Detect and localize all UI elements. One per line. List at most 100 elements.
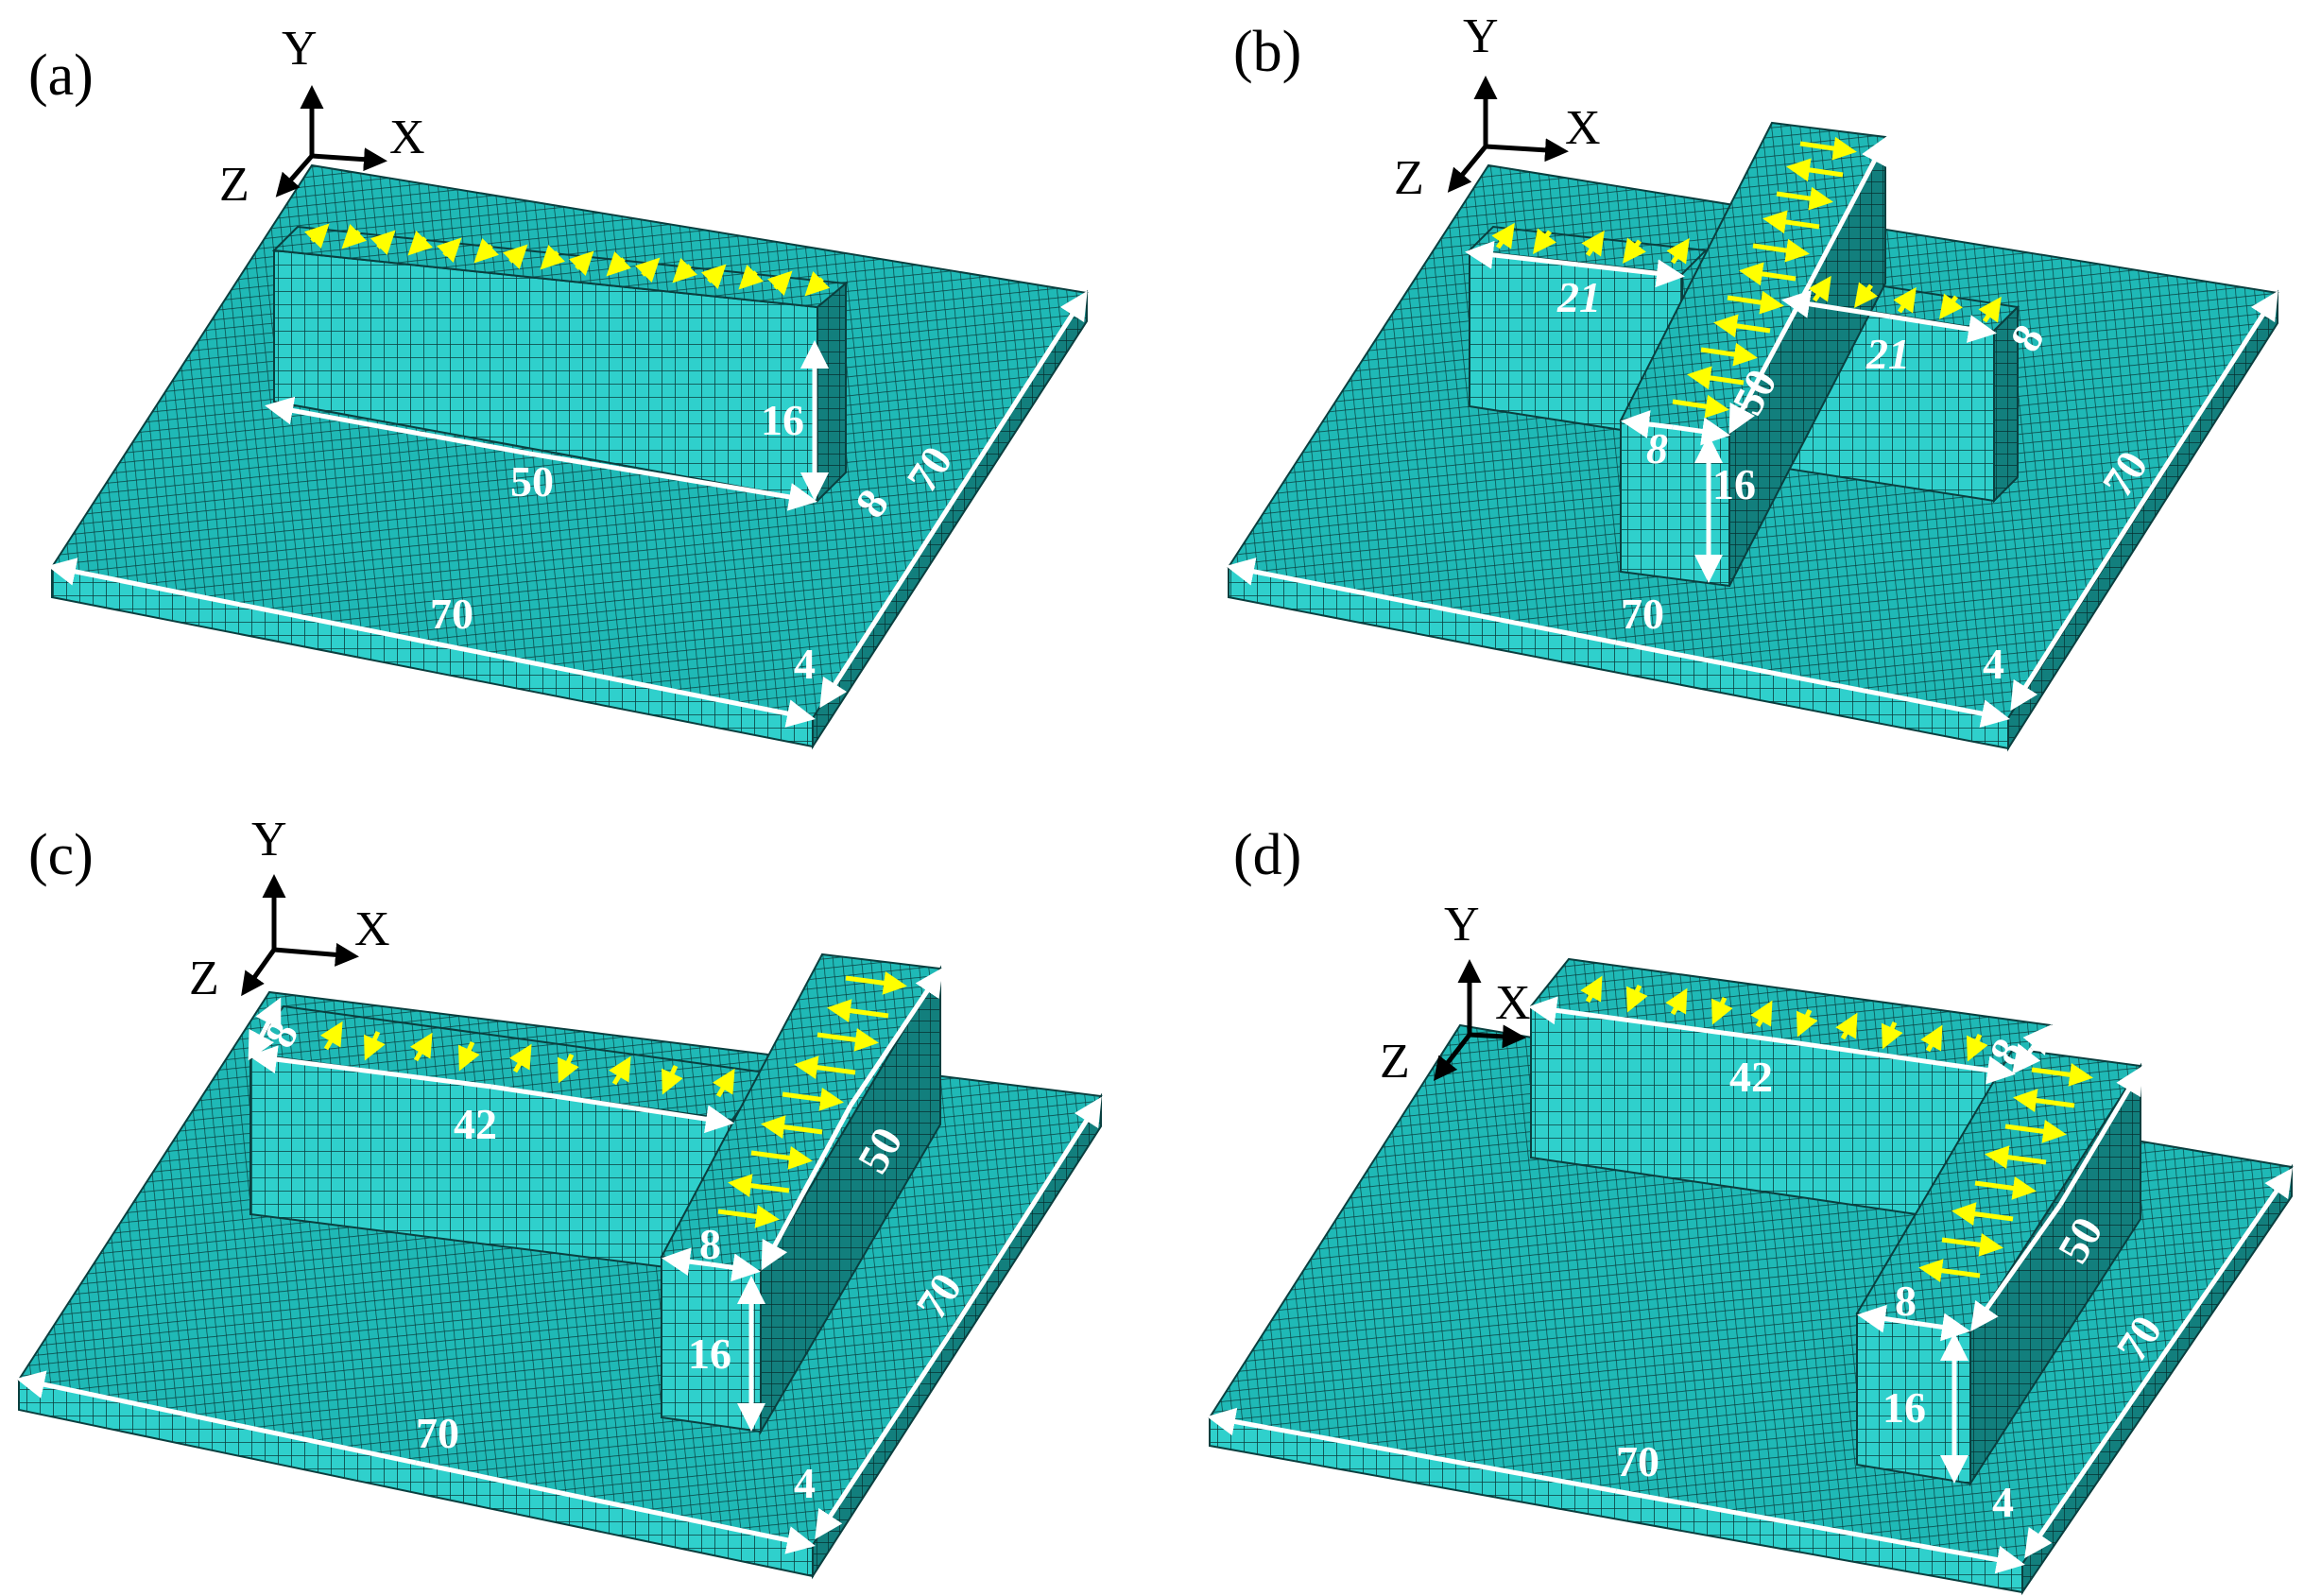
dim-arrow: [1771, 1037, 2016, 1085]
wall-right-face: [1993, 304, 2019, 504]
plate-thickness-label: 4: [794, 1459, 816, 1507]
plate-length-label: 70: [416, 1409, 459, 1457]
load-arrows: [319, 970, 907, 1228]
panel-a: (a): [28, 22, 1089, 750]
plate-length-label: 70: [1616, 1437, 1659, 1485]
dim-arrow: [1672, 417, 1730, 446]
load-arrow: [1700, 342, 1758, 367]
y-axis-label: Y: [1463, 9, 1499, 63]
panel-c: (c): [16, 813, 1103, 1580]
load-arrow: [1951, 1202, 2014, 1227]
dim-arrow: [2024, 1359, 2162, 1559]
load-arrow: [540, 245, 565, 270]
load-arrow: [794, 1055, 856, 1080]
load-arrow: [1739, 262, 1797, 286]
load-arrow: [1918, 1259, 1981, 1283]
z-axis-label: Z: [189, 952, 219, 1005]
panel-b: (b): [1226, 9, 2279, 752]
leg-thickness-label: 8: [1895, 1277, 1917, 1325]
axis-triad: [1447, 76, 1569, 193]
load-arrow: [701, 264, 727, 289]
load-arrows: [1580, 975, 2093, 1283]
dim-arrow: [947, 290, 1088, 507]
dim-arrow: [1465, 240, 1579, 269]
plate-thickness-label: 4: [794, 640, 816, 688]
dim-arrow: [265, 396, 530, 456]
x-axis-label: X: [1495, 976, 1531, 1030]
dim-arrow: [528, 451, 817, 511]
load-arrow: [1727, 290, 1784, 315]
load-arrow: [1835, 1012, 1858, 1040]
dim-arrow: [16, 1370, 417, 1466]
load-arrow: [662, 1064, 683, 1095]
x-axis-label: X: [389, 111, 425, 164]
load-arrow: [1939, 293, 1963, 319]
load-arrow: [767, 270, 793, 296]
axis-triad: [275, 85, 387, 197]
dim-arrow: [1728, 282, 1813, 435]
load-arrow: [782, 1087, 844, 1111]
load-arrow: [1672, 394, 1729, 419]
load-arrow: [1750, 1000, 1773, 1028]
wall-height-label: 16: [761, 396, 804, 444]
plate-length-label: 70: [1621, 590, 1664, 638]
dim-arrow: [710, 1253, 761, 1282]
dim-arrow: [47, 558, 431, 645]
dim-arrow: [1857, 1304, 1915, 1333]
load-arrow: [1752, 238, 1810, 263]
load-arrow: [1854, 282, 1878, 308]
wall-length-label: 42: [454, 1100, 497, 1148]
plate-thickness-label: 4: [1992, 1478, 2014, 1526]
load-arrow: [558, 1053, 579, 1084]
dim-arrow: [1226, 558, 1617, 645]
load-arrow: [437, 237, 462, 263]
load-arrow: [1974, 1176, 2037, 1200]
dim-arrow: [415, 1460, 816, 1554]
load-arrow: [2004, 1119, 2067, 1143]
load-arrow: [473, 238, 499, 264]
load-arrow: [1799, 136, 1857, 161]
axis-triad: [241, 874, 359, 997]
dim-arrow: [954, 1096, 1102, 1325]
dim-arrow: [819, 504, 953, 709]
dim-arrow: [2138, 290, 2278, 507]
y-axis-label: Y: [251, 813, 287, 867]
panel-b-label: (b): [1233, 20, 1301, 84]
load-arrow: [1941, 1232, 2003, 1257]
load-arrow: [635, 257, 661, 283]
panel-d: (d): [1207, 823, 2294, 1596]
wall-height-label: 16: [1712, 460, 1756, 508]
load-arrow: [409, 1032, 433, 1062]
leg-thickness-label: 8: [699, 1220, 721, 1268]
load-arrow: [804, 271, 830, 297]
dim-arrow: [2057, 1065, 2143, 1207]
z-axis-label: Z: [1380, 1035, 1410, 1089]
load-arrow: [1762, 210, 1820, 234]
load-arrow: [712, 1068, 735, 1098]
load-arrow: [370, 230, 396, 255]
wall-right-face: [817, 281, 847, 504]
load-arrow: [1966, 1033, 1988, 1062]
load-arrow: [1625, 984, 1648, 1013]
dimension-arrows: [47, 290, 1088, 728]
wall-height-label: 16: [1883, 1383, 1926, 1432]
wall-length-label: 50: [510, 457, 554, 506]
dim-arrow: [761, 1104, 853, 1271]
dim-arrow: [249, 1045, 492, 1090]
load-arrow: [1920, 1024, 1943, 1053]
load-arrow: [1687, 366, 1745, 390]
load-arrow: [750, 1145, 813, 1170]
load-arrow: [606, 251, 631, 277]
load-arrow: [1665, 987, 1688, 1016]
dim-arrow: [2011, 1043, 2041, 1074]
load-arrow: [503, 244, 528, 269]
x-axis-arrow: [311, 147, 387, 172]
left-segment-label: 21: [1556, 273, 1601, 321]
dim-arrow: [2010, 504, 2143, 712]
load-arrow: [1786, 158, 1844, 182]
dim-arrow: [1913, 1313, 1970, 1342]
dim-arrow: [2157, 1167, 2293, 1363]
load-arrow: [341, 224, 367, 249]
dim-arrow: [429, 640, 816, 728]
